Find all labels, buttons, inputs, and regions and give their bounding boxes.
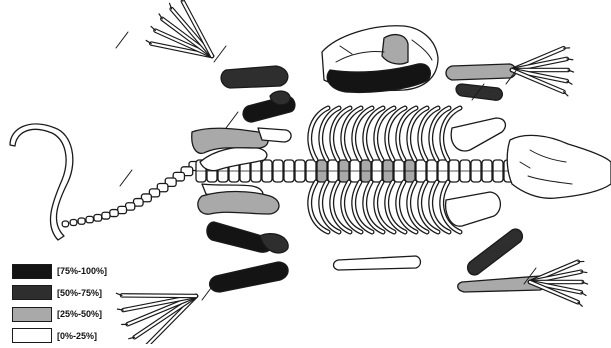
tick-mark — [226, 112, 238, 128]
femur-upper-left — [221, 66, 288, 88]
ilium-upper-left-white — [258, 128, 291, 142]
tick-mark — [116, 32, 128, 48]
elbow-upper-right — [456, 84, 502, 100]
cranium-gray — [382, 35, 408, 64]
scapula-lower — [446, 192, 501, 226]
tick-mark — [202, 284, 214, 300]
legend-item-0-25: [0%-25%] — [12, 327, 162, 345]
legend-swatch — [12, 264, 52, 279]
skull-outline — [507, 135, 611, 198]
tail-vertebra — [78, 218, 85, 224]
tail-vertebra — [70, 220, 77, 226]
legend-swatch — [12, 328, 52, 343]
ilium-lower-left — [198, 192, 279, 215]
humerus-upper-right — [446, 64, 516, 80]
legend-item-50-75: [50%-75%] — [12, 284, 162, 302]
tibia-lower-left — [210, 262, 288, 292]
tail-vertebra — [94, 214, 102, 221]
legend-swatch — [12, 285, 52, 300]
tick-mark — [214, 46, 226, 62]
legend-label: [25%-50%] — [57, 309, 102, 319]
legend-label: [0%-25%] — [57, 331, 97, 341]
tick-mark — [120, 170, 132, 186]
tail-vertebra — [102, 212, 110, 219]
legend-label: [50%-75%] — [57, 288, 102, 298]
humerus-lower-right — [468, 229, 523, 275]
tail-vertebra — [110, 210, 119, 217]
legend-label: [75%-100%] — [57, 266, 107, 276]
tail-vertebra — [62, 221, 68, 227]
legend: [75%-100%] [50%-75%] [25%-50%] [0%-25%] — [12, 262, 162, 348]
legend-swatch — [12, 307, 52, 322]
legend-item-25-50: [25%-50%] — [12, 305, 162, 323]
tail-vertebra — [86, 216, 93, 222]
legend-item-75-100: [75%-100%] — [12, 262, 162, 280]
scapula-upper — [451, 118, 505, 151]
sacrum-bar — [334, 256, 421, 270]
tail-vertebra — [118, 206, 127, 213]
